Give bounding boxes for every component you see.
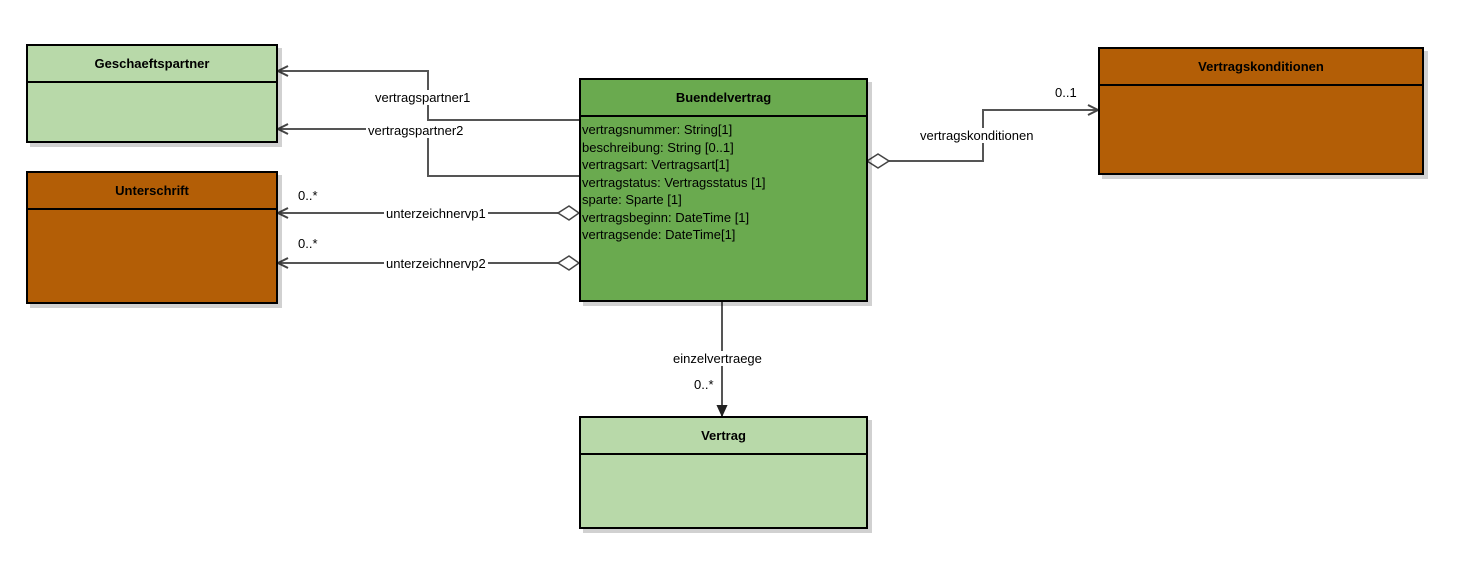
multiplicity-einzelvertraege: 0..* <box>694 377 714 392</box>
label-unterzeichnervp2: unterzeichnervp2 <box>384 256 488 271</box>
attribute-sparte: sparte: Sparte [1] <box>582 192 682 207</box>
class-geschaeftspartner[interactable]: Geschaeftspartner <box>26 44 278 143</box>
label-einzelvertraege: einzelvertraege <box>671 351 764 366</box>
multiplicity-unterzeichnervp2: 0..* <box>298 236 318 251</box>
multiplicity-vertragskonditionen: 0..1 <box>1055 85 1077 100</box>
label-vertragspartner2: vertragspartner2 <box>366 123 466 138</box>
multiplicity-unterzeichnervp1: 0..* <box>298 188 318 203</box>
class-name-vertragskonditionen: Vertragskonditionen <box>1100 49 1422 86</box>
attribute-list: vertragsnummer: String[1] beschreibung: … <box>581 117 866 244</box>
class-vertrag[interactable]: Vertrag <box>579 416 868 529</box>
label-vertragskonditionen: vertragskonditionen <box>918 128 1036 143</box>
label-unterzeichnervp1: unterzeichnervp1 <box>384 206 488 221</box>
attribute-vertragsbeginn: vertragsbeginn: DateTime [1] <box>582 209 750 225</box>
aggregation-diamond-unterzeichnervp1 <box>556 205 581 221</box>
class-name-buendelvertrag: Buendelvertrag <box>581 80 866 117</box>
class-unterschrift[interactable]: Unterschrift <box>26 171 278 304</box>
class-name-vertrag: Vertrag <box>581 418 866 455</box>
attribute-vertragstatus: vertragstatus: Vertragsstatus [1] <box>582 174 766 190</box>
attribute-vertragsnummer: vertragsnummer: String[1] <box>582 122 733 137</box>
class-vertragskonditionen[interactable]: Vertragskonditionen <box>1098 47 1424 175</box>
aggregation-diamond-vertragskonditionen <box>865 153 891 169</box>
class-name-geschaeftspartner: Geschaeftspartner <box>28 46 276 83</box>
class-name-unterschrift: Unterschrift <box>28 173 276 210</box>
label-vertragspartner1: vertragspartner1 <box>373 90 473 105</box>
attribute-beschreibung: beschreibung: String [0..1] <box>582 139 734 155</box>
aggregation-diamond-unterzeichnervp2 <box>556 255 581 271</box>
attribute-vertragsende: vertragsende: DateTime[1] <box>582 227 736 242</box>
class-buendelvertrag[interactable]: Buendelvertrag vertragsnummer: String[1]… <box>579 78 868 302</box>
edge-vertragspartner2 <box>278 129 580 177</box>
attribute-vertragsart: vertragsart: Vertragsart[1] <box>582 157 730 172</box>
